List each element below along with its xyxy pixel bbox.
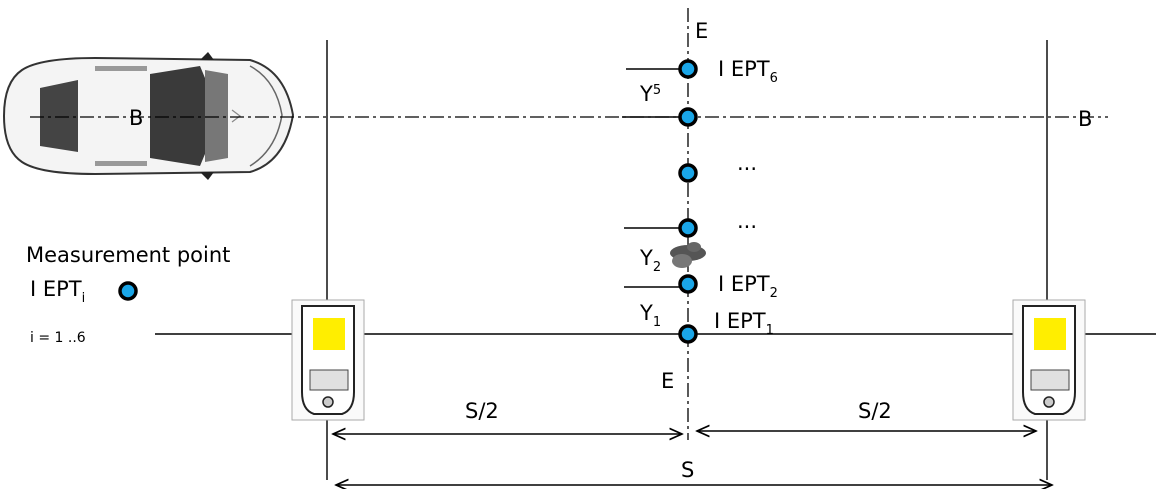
axis-e-label-top: E [695, 19, 708, 43]
axis-e-label-bottom: E [661, 369, 674, 393]
obstruction-blob [670, 242, 706, 268]
y1-label: Y1 [639, 301, 661, 330]
car-top-view [2, 52, 295, 180]
ept2-label: I EPT2 [718, 272, 778, 301]
ept1-label: I EPT1 [714, 309, 774, 338]
measurement-point-3 [678, 218, 698, 238]
axis-b-label-right: B [1078, 107, 1092, 131]
dim-label-half-right: S/2 [858, 399, 892, 423]
legend-point-icon [118, 281, 138, 301]
ellipsis-upper: ... [737, 151, 757, 175]
axis-b-label-left: B [129, 106, 143, 130]
legend-title: Measurement point [26, 243, 230, 267]
measurement-point-1 [678, 324, 698, 344]
measurement-point-6 [678, 59, 698, 79]
dim-label-total: S [681, 458, 694, 482]
y5-label: Y5 [639, 82, 661, 106]
legend-symbol-label: I EPTi [30, 277, 85, 306]
y2-label: Y2 [639, 246, 661, 275]
measurement-point-2 [678, 274, 698, 294]
measurement-point-4 [678, 163, 698, 183]
charging-pad-right [1012, 299, 1086, 421]
ellipsis-lower: ... [737, 209, 757, 233]
charging-pad-left [291, 299, 365, 421]
legend-range: i = 1 ..6 [30, 330, 86, 346]
measurement-point-5 [678, 107, 698, 127]
ept6-label: I EPT6 [718, 57, 778, 86]
dim-label-half-left: S/2 [465, 399, 499, 423]
legend: Measurement point I EPTi i = 1 ..6 [26, 243, 230, 346]
